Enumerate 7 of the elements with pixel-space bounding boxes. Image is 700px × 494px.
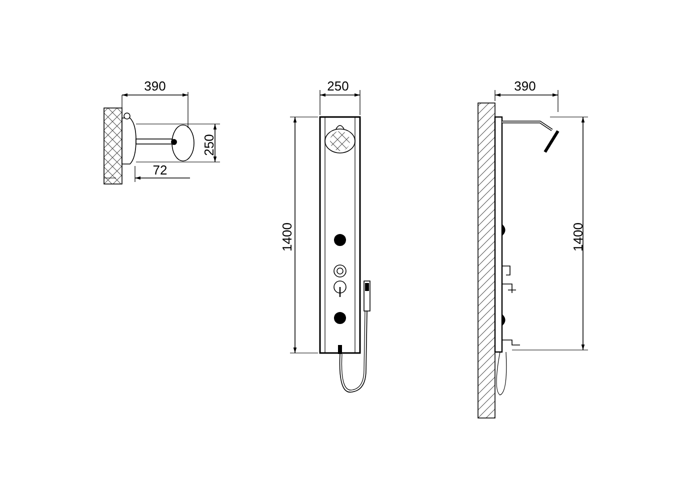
dimension-label: 1400 (280, 222, 294, 252)
dimension-label: 250 (327, 80, 349, 92)
dimension-label: 72 (152, 164, 168, 176)
dimension-label: 390 (144, 80, 166, 92)
dimension-label: 250 (202, 134, 216, 156)
dimension-label: 1400 (572, 222, 584, 252)
dimension-label: 390 (514, 80, 536, 92)
